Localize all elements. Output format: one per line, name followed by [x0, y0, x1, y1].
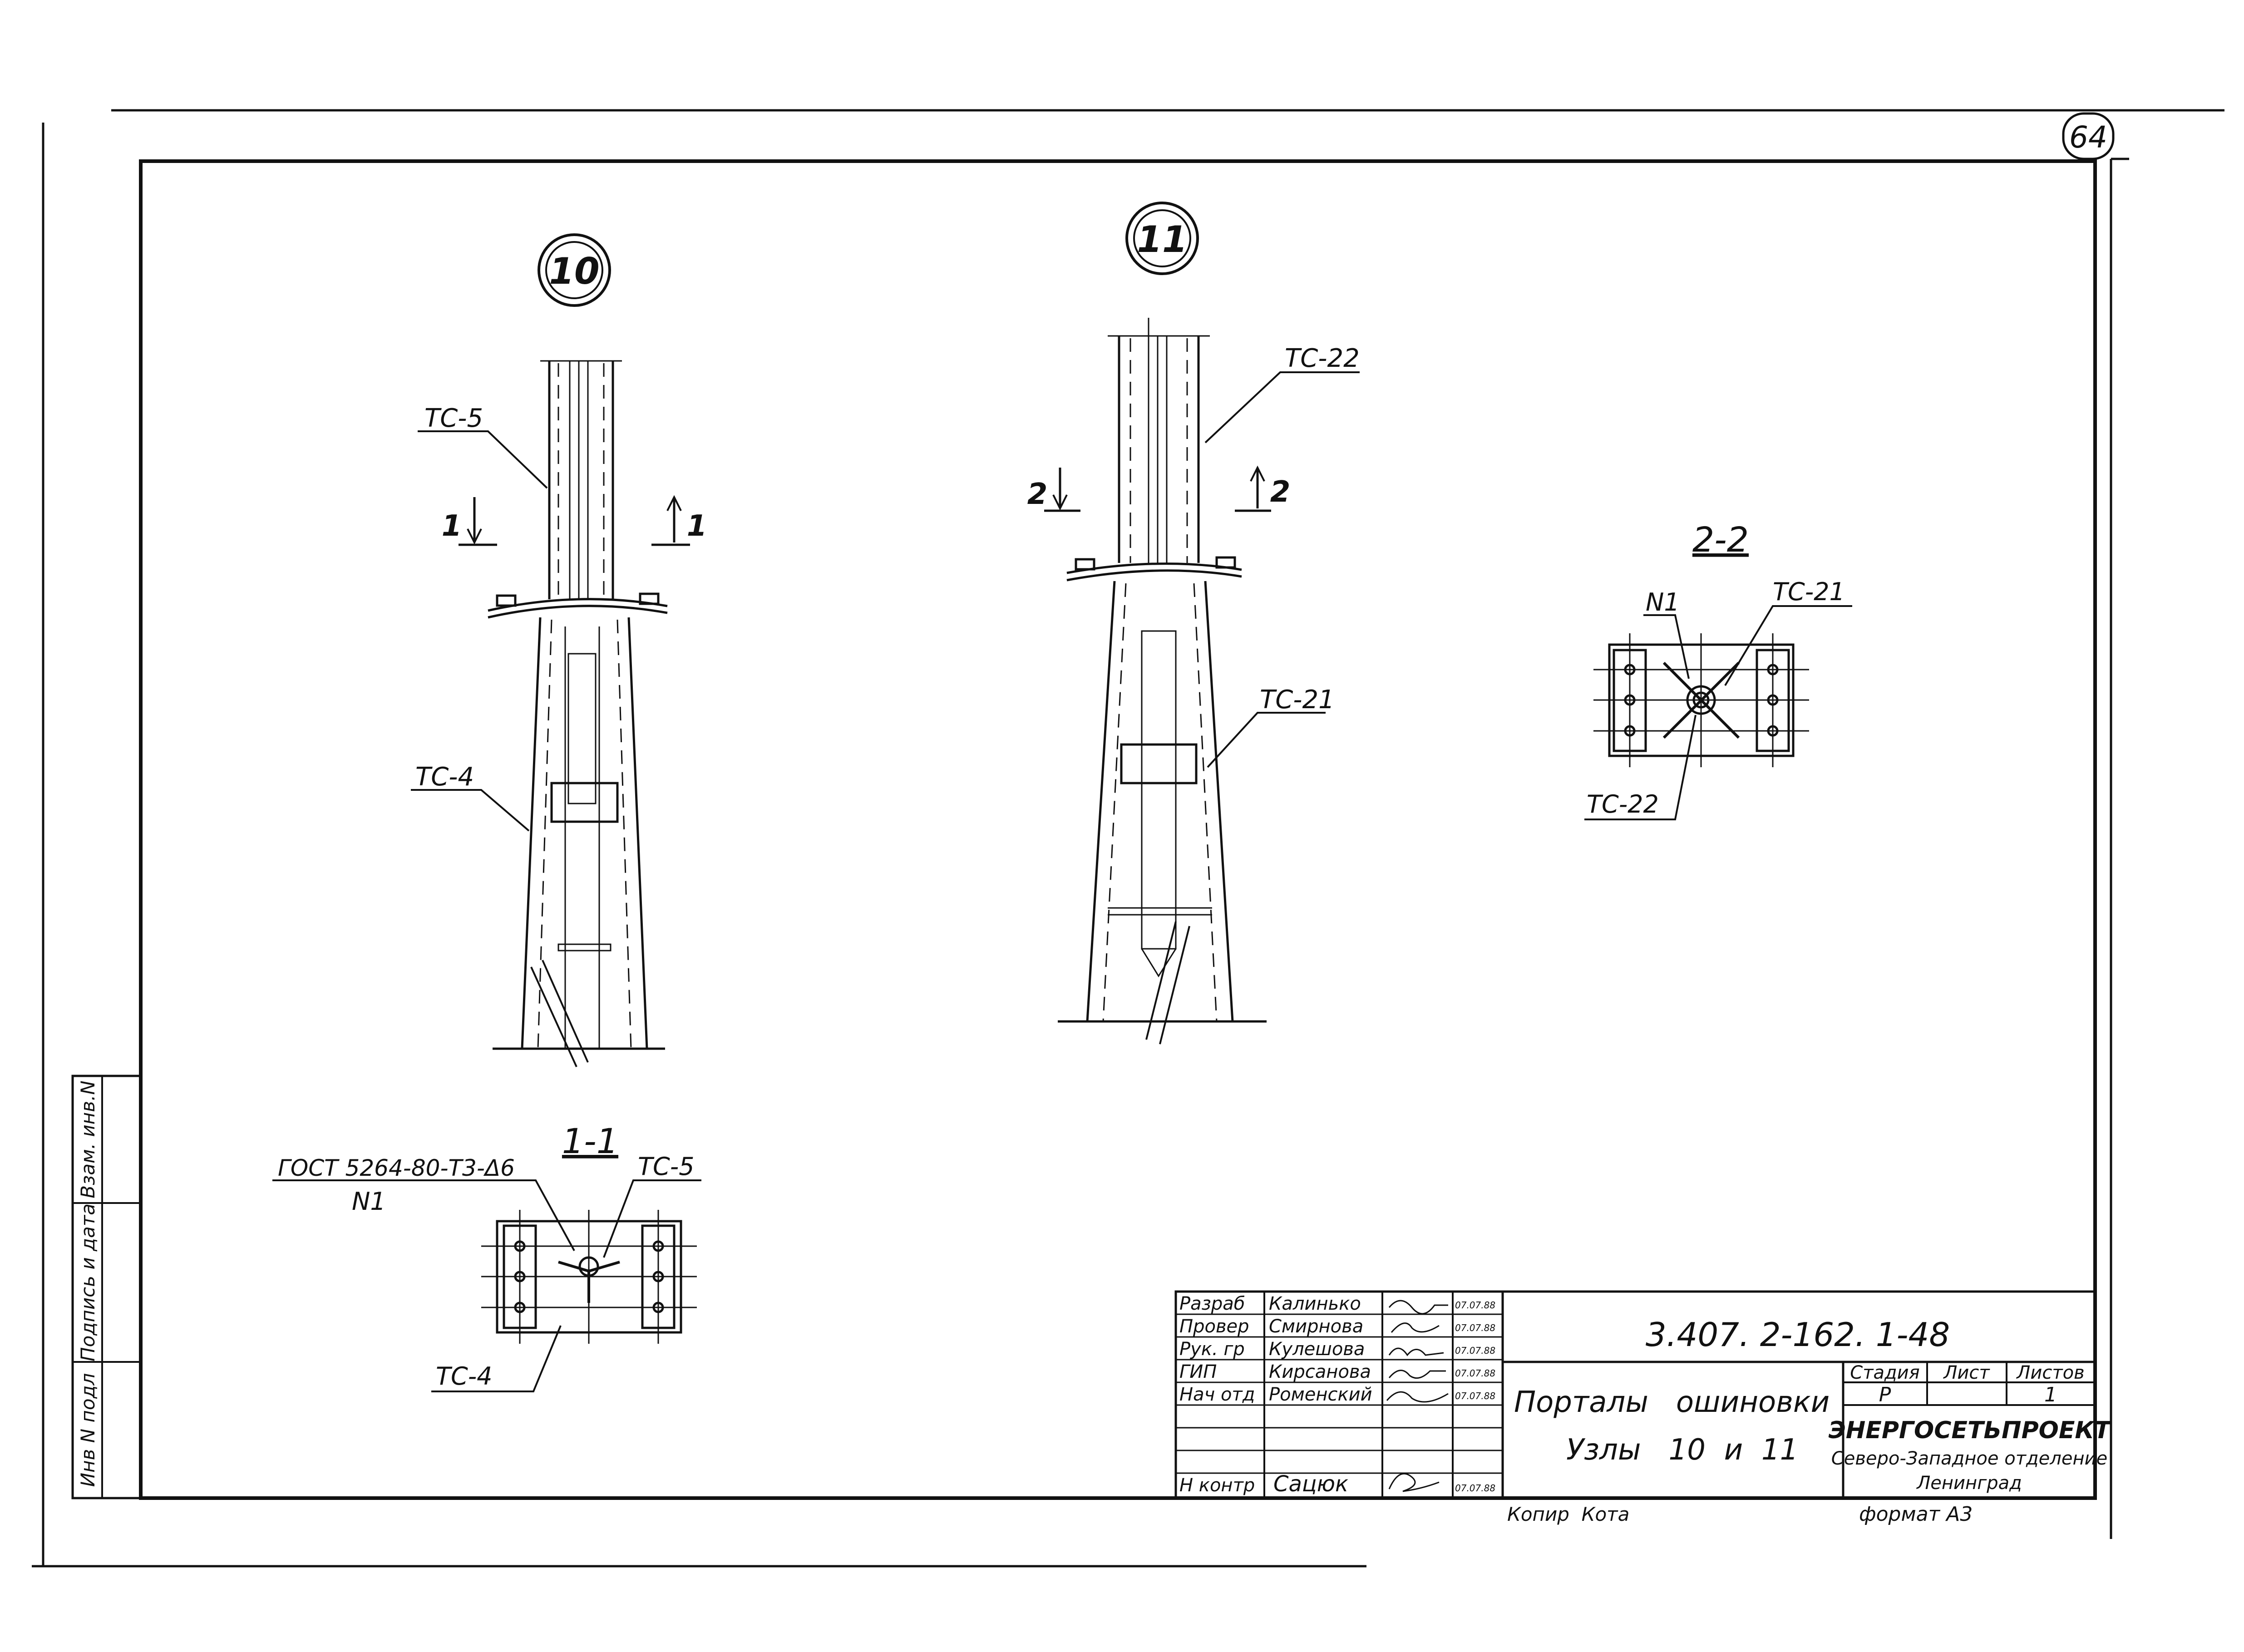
section-1-1-weld-note: ГОСТ 5264-80-Т3-Δ6 — [278, 1155, 515, 1181]
staff-row-1: Провер Смирнова 07.07.88 — [1179, 1316, 1495, 1337]
staff-role: ГИП — [1179, 1361, 1217, 1382]
staff-name: Кулешова — [1269, 1339, 1365, 1360]
format-note: формат А3 — [1859, 1503, 1973, 1526]
section-2-2-label-item: N1 — [1643, 588, 1690, 679]
node-10-upper-post-label: ТС-5 — [424, 404, 483, 433]
staff-signature-mark — [1388, 1300, 1448, 1315]
node-10-view: 10 — [411, 233, 707, 1067]
section-1-1-top-label: ТС-5 — [638, 1152, 695, 1181]
section-1-1-label-weld: ГОСТ 5264-80-Т3-Δ6 N1 — [272, 1155, 575, 1251]
staff-row-0: Разраб Калинько 07.07.88 — [1179, 1293, 1495, 1315]
staff-name: Роменский — [1269, 1384, 1372, 1405]
staff-date: 07.07.88 — [1455, 1300, 1495, 1311]
staff-date: 07.07.88 — [1455, 1322, 1495, 1333]
node-11-upper-post-label: ТС-22 — [1285, 344, 1360, 373]
stage-value: Р — [1879, 1383, 1891, 1406]
node-10-marker: 10 — [538, 233, 611, 307]
side-stamp: Инв N подл Подпись и дата Взам. инв.N — [71, 1075, 142, 1499]
copy-note: Копир Кота — [1507, 1503, 1629, 1525]
stage-header: Стадия — [1850, 1362, 1919, 1383]
staff-date: 07.07.88 — [1455, 1391, 1495, 1401]
node-11-lower-post-label: ТС-21 — [1260, 685, 1335, 715]
side-stamp-signature: Подпись и дата — [77, 1203, 99, 1361]
section-2-2-bottom-label: ТС-22 — [1587, 790, 1659, 819]
node-11-cut-left-number: 2 — [1027, 478, 1048, 511]
section-1-1-item-label: N1 — [352, 1187, 386, 1216]
staff-signature-mark — [1388, 1347, 1444, 1356]
staff-row-4: Нач отд Роменский 07.07.88 — [1179, 1384, 1495, 1405]
node-11-label-upper: ТС-22 — [1204, 344, 1360, 444]
staff-date: 07.07.88 — [1455, 1368, 1495, 1379]
section-1-1-title: 1-1 — [562, 1121, 618, 1161]
section-1-1-label-bottom: ТС-4 — [431, 1325, 562, 1392]
staff-role: Рук. гр — [1179, 1339, 1245, 1360]
staff-role: Разраб — [1179, 1293, 1245, 1314]
node-10-cut-mark-left: 1 — [442, 497, 497, 546]
staff-date: 07.07.88 — [1455, 1483, 1495, 1494]
node-11-cut-mark-left: 2 — [1027, 468, 1080, 512]
title-block: Разраб Калинько 07.07.88 Провер Смирнова… — [1174, 1290, 2112, 1499]
node-11-marker: 11 — [1125, 202, 1199, 275]
staff-role: Нач отд — [1179, 1384, 1255, 1405]
section-2-2-item-label: N1 — [1646, 588, 1680, 616]
staff-name: Смирнова — [1269, 1316, 1363, 1337]
node-11-flange-drawing — [1066, 556, 1242, 582]
section-1-1-bottom-label: ТС-4 — [436, 1362, 493, 1391]
staff-role: Н контр — [1179, 1475, 1255, 1496]
section-2-2-top-label: ТС-21 — [1773, 577, 1845, 606]
side-stamp-inventory: Инв N подл — [77, 1373, 99, 1487]
staff-date: 07.07.88 — [1455, 1345, 1495, 1356]
staff-role: Провер — [1179, 1316, 1249, 1337]
document-title-line2: Узлы 10 и 11 — [1566, 1433, 1798, 1467]
document-title-line1: Порталы ошиновки — [1514, 1386, 1830, 1419]
org-name: ЭНЕРГОСЕТЬПРОЕКТ — [1829, 1417, 2112, 1444]
side-stamp-replacement: Взам. инв.N — [77, 1080, 99, 1198]
section-2-2: 2-2 N1 ТС-21 ТС-22 — [1584, 519, 1852, 820]
staff-name: Сацюк — [1273, 1471, 1348, 1497]
node-10-flange-drawing — [488, 592, 668, 619]
staff-signature-mark — [1391, 1322, 1440, 1333]
sheets-value: 1 — [2044, 1383, 2057, 1406]
node-10-cut-right-number: 1 — [687, 509, 707, 543]
node-10-label-lower: ТС-4 — [411, 762, 530, 832]
node-10-cut-mark-right: 1 — [651, 495, 707, 546]
node-11-lower-post-drawing — [1058, 581, 1267, 1045]
section-1-1-plate — [481, 1210, 697, 1344]
staff-row-7: Н контр Сацюк 07.07.88 — [1179, 1471, 1495, 1497]
section-2-2-plate — [1593, 633, 1809, 767]
node-10-lower-post-drawing — [493, 617, 665, 1067]
node-10-lower-post-label: ТС-4 — [415, 762, 474, 792]
org-city: Ленинград — [1916, 1473, 2022, 1494]
staff-row-3: ГИП Кирсанова 07.07.88 — [1179, 1361, 1495, 1382]
staff-name: Калинько — [1269, 1293, 1361, 1314]
page-number-text: 64 — [2069, 120, 2107, 155]
section-2-2-label-top: ТС-21 — [1724, 577, 1852, 686]
org-branch: Северо-Западное отделение — [1831, 1448, 2107, 1469]
section-1-1-label-top: ТС-5 — [603, 1152, 701, 1258]
node-11-number: 11 — [1137, 218, 1187, 261]
node-11-upper-post-drawing — [1108, 318, 1210, 563]
node-10-label-upper: ТС-5 — [418, 404, 548, 489]
node-10-upper-post-drawing — [540, 360, 622, 599]
node-10-cut-left-number: 1 — [442, 509, 462, 543]
node-11-label-lower: ТС-21 — [1207, 685, 1335, 768]
node-10-number: 10 — [549, 250, 599, 292]
section-2-2-title: 2-2 — [1692, 519, 1749, 560]
section-1-1: 1-1 ГОСТ 5264-80-Т3-Δ6 N1 ТС-5 — [272, 1121, 701, 1392]
staff-signature-mark — [1388, 1370, 1446, 1379]
document-designation: 3.407. 2-162. 1-48 — [1646, 1316, 1950, 1354]
node-11-cut-mark-right: 2 — [1235, 465, 1291, 512]
staff-name: Кирсанова — [1269, 1361, 1371, 1382]
staff-signature-mark — [1386, 1391, 1449, 1403]
sheet-header: Лист — [1943, 1362, 1990, 1383]
node-11-view: 11 — [1027, 202, 1360, 1045]
node-11-cut-right-number: 2 — [1270, 475, 1291, 509]
staff-signature-mark — [1388, 1473, 1440, 1492]
staff-row-2: Рук. гр Кулешова 07.07.88 — [1179, 1339, 1495, 1360]
section-2-2-label-bottom: ТС-22 — [1584, 715, 1697, 820]
sheet-frame — [32, 109, 2224, 1568]
page-number: 64 — [2062, 112, 2115, 160]
sheets-header: Листов — [2016, 1362, 2084, 1383]
